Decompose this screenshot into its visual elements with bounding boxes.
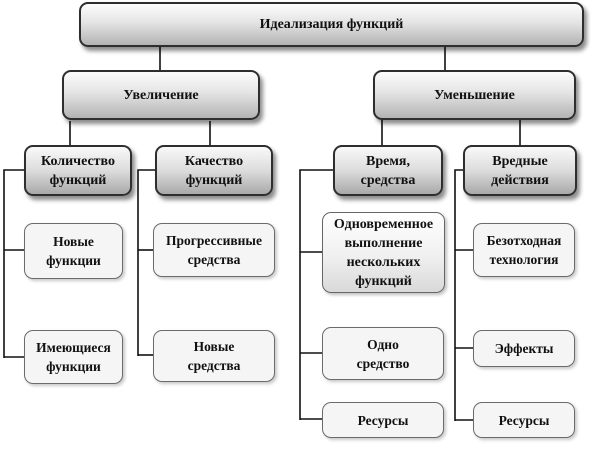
leaf-simultaneous-execution: Одновременное выполнение нескольких функ… [322, 212, 445, 293]
connector-quality-spine [137, 169, 155, 356]
leaf-wasteless-technology: Безотходная технология [473, 223, 575, 277]
connector-harmful-spine [454, 169, 463, 421]
node-increase: Увеличение [62, 70, 260, 120]
node-harmful-actions: Вредные действия [463, 145, 577, 196]
leaf-single-means: Одно средство [322, 327, 444, 380]
node-decrease: Уменьшение [373, 70, 576, 120]
node-quality-of-functions: Качество функций [155, 145, 273, 196]
connector-quantity-spine [3, 169, 24, 358]
leaf-new-functions: Новые функции [24, 223, 123, 279]
leaf-resources-harmful: Ресурсы [473, 402, 575, 438]
node-time-means: Время, средства [333, 145, 443, 196]
leaf-progressive-means: Прогрессивные средства [153, 223, 275, 277]
leaf-new-means: Новые средства [153, 330, 275, 382]
leaf-effects: Эффекты [473, 330, 575, 367]
connector-time-spine [299, 169, 333, 420]
leaf-existing-functions: Имеющиеся функции [24, 330, 123, 384]
leaf-resources-time: Ресурсы [322, 402, 444, 438]
node-idealization: Идеализация функций [79, 2, 584, 47]
node-quantity-of-functions: Количество функций [24, 145, 132, 196]
